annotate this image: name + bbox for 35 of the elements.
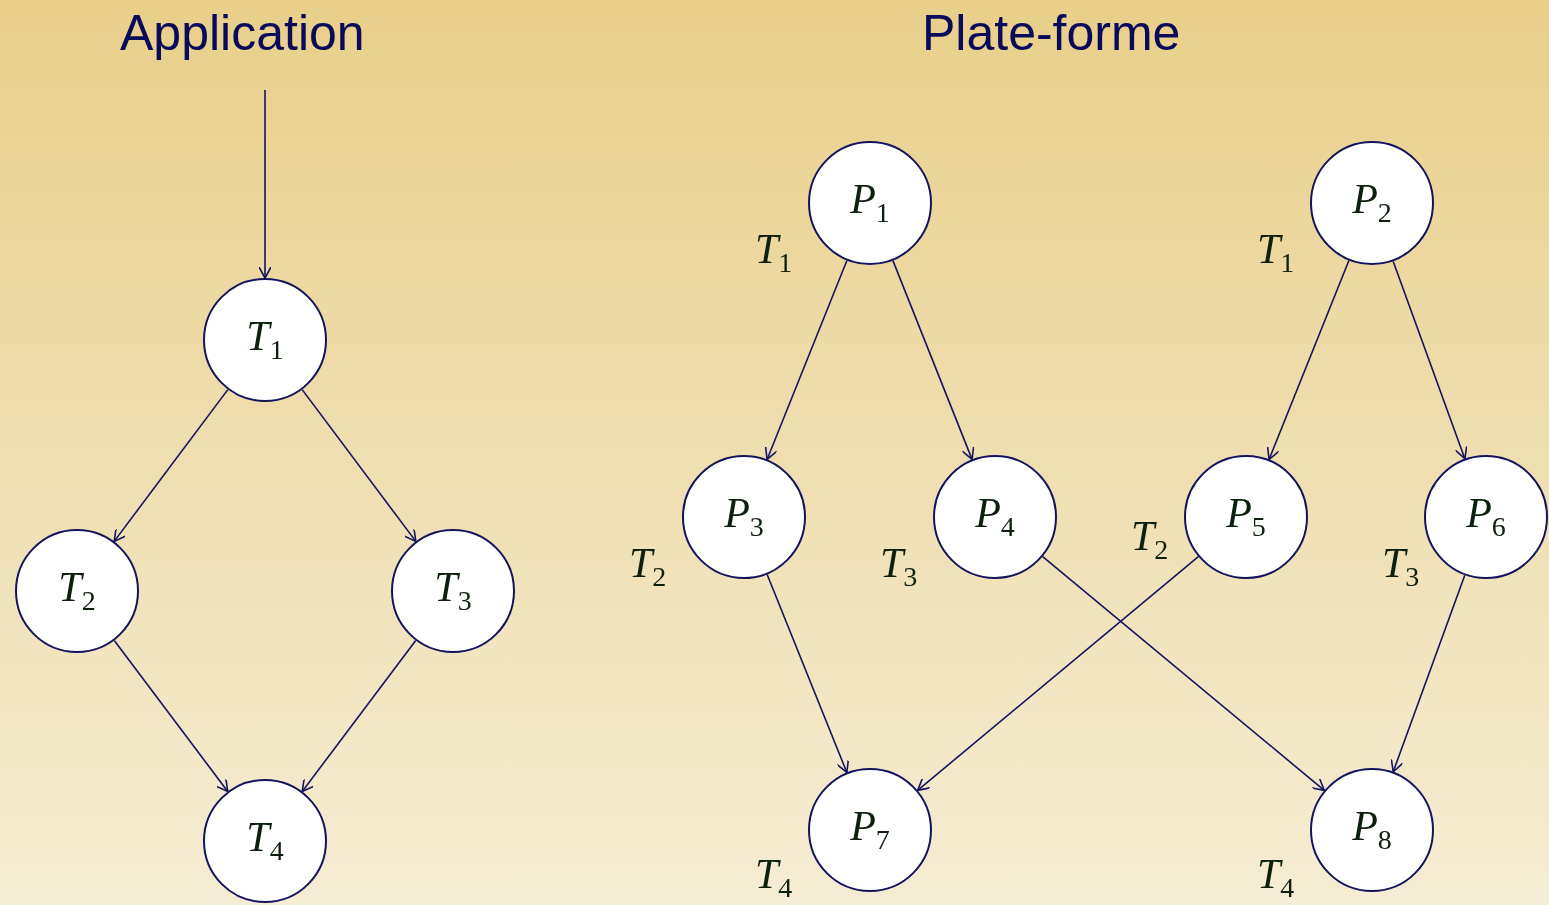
section-heading: Application <box>120 8 365 58</box>
node-label: T$_{3}$ <box>434 566 472 616</box>
node-label: P$_{7}$ <box>850 805 890 855</box>
node-annotation: T$_{2}$ <box>1131 515 1169 565</box>
node-label: P$_{8}$ <box>1352 805 1392 855</box>
node-annotation: T$_{2}$ <box>629 542 667 592</box>
arrow <box>301 388 417 543</box>
node-annotation: T$_{3}$ <box>1382 542 1420 592</box>
section-heading: Plate-forme <box>922 8 1181 58</box>
arrow <box>1266 259 1350 461</box>
arrow <box>1390 574 1466 773</box>
arrow <box>766 573 850 774</box>
node-label: P$_{6}$ <box>1466 492 1506 542</box>
arrow <box>113 639 229 793</box>
node-label: P$_{2}$ <box>1352 178 1392 228</box>
node-label: P$_{3}$ <box>724 492 764 542</box>
node-label: P$_{1}$ <box>850 178 890 228</box>
node-annotation: T$_{4}$ <box>755 853 793 903</box>
arrow <box>258 89 272 279</box>
arrow <box>1041 555 1326 792</box>
node-annotation: T$_{1}$ <box>1257 228 1295 278</box>
node-label: T$_{4}$ <box>246 816 284 866</box>
node-annotation: T$_{4}$ <box>1257 853 1295 903</box>
arrow <box>916 555 1200 792</box>
node-label: P$_{4}$ <box>975 492 1015 542</box>
arrow <box>301 639 417 793</box>
node-annotation: T$_{3}$ <box>880 542 918 592</box>
arrow <box>764 259 848 461</box>
node-label: T$_{2}$ <box>58 566 96 616</box>
arrow <box>892 259 975 461</box>
arrow <box>1392 260 1468 460</box>
arrow <box>113 388 229 543</box>
node-annotation: T$_{1}$ <box>755 228 793 278</box>
node-label: P$_{5}$ <box>1226 492 1266 542</box>
node-label: T$_{1}$ <box>246 315 284 365</box>
